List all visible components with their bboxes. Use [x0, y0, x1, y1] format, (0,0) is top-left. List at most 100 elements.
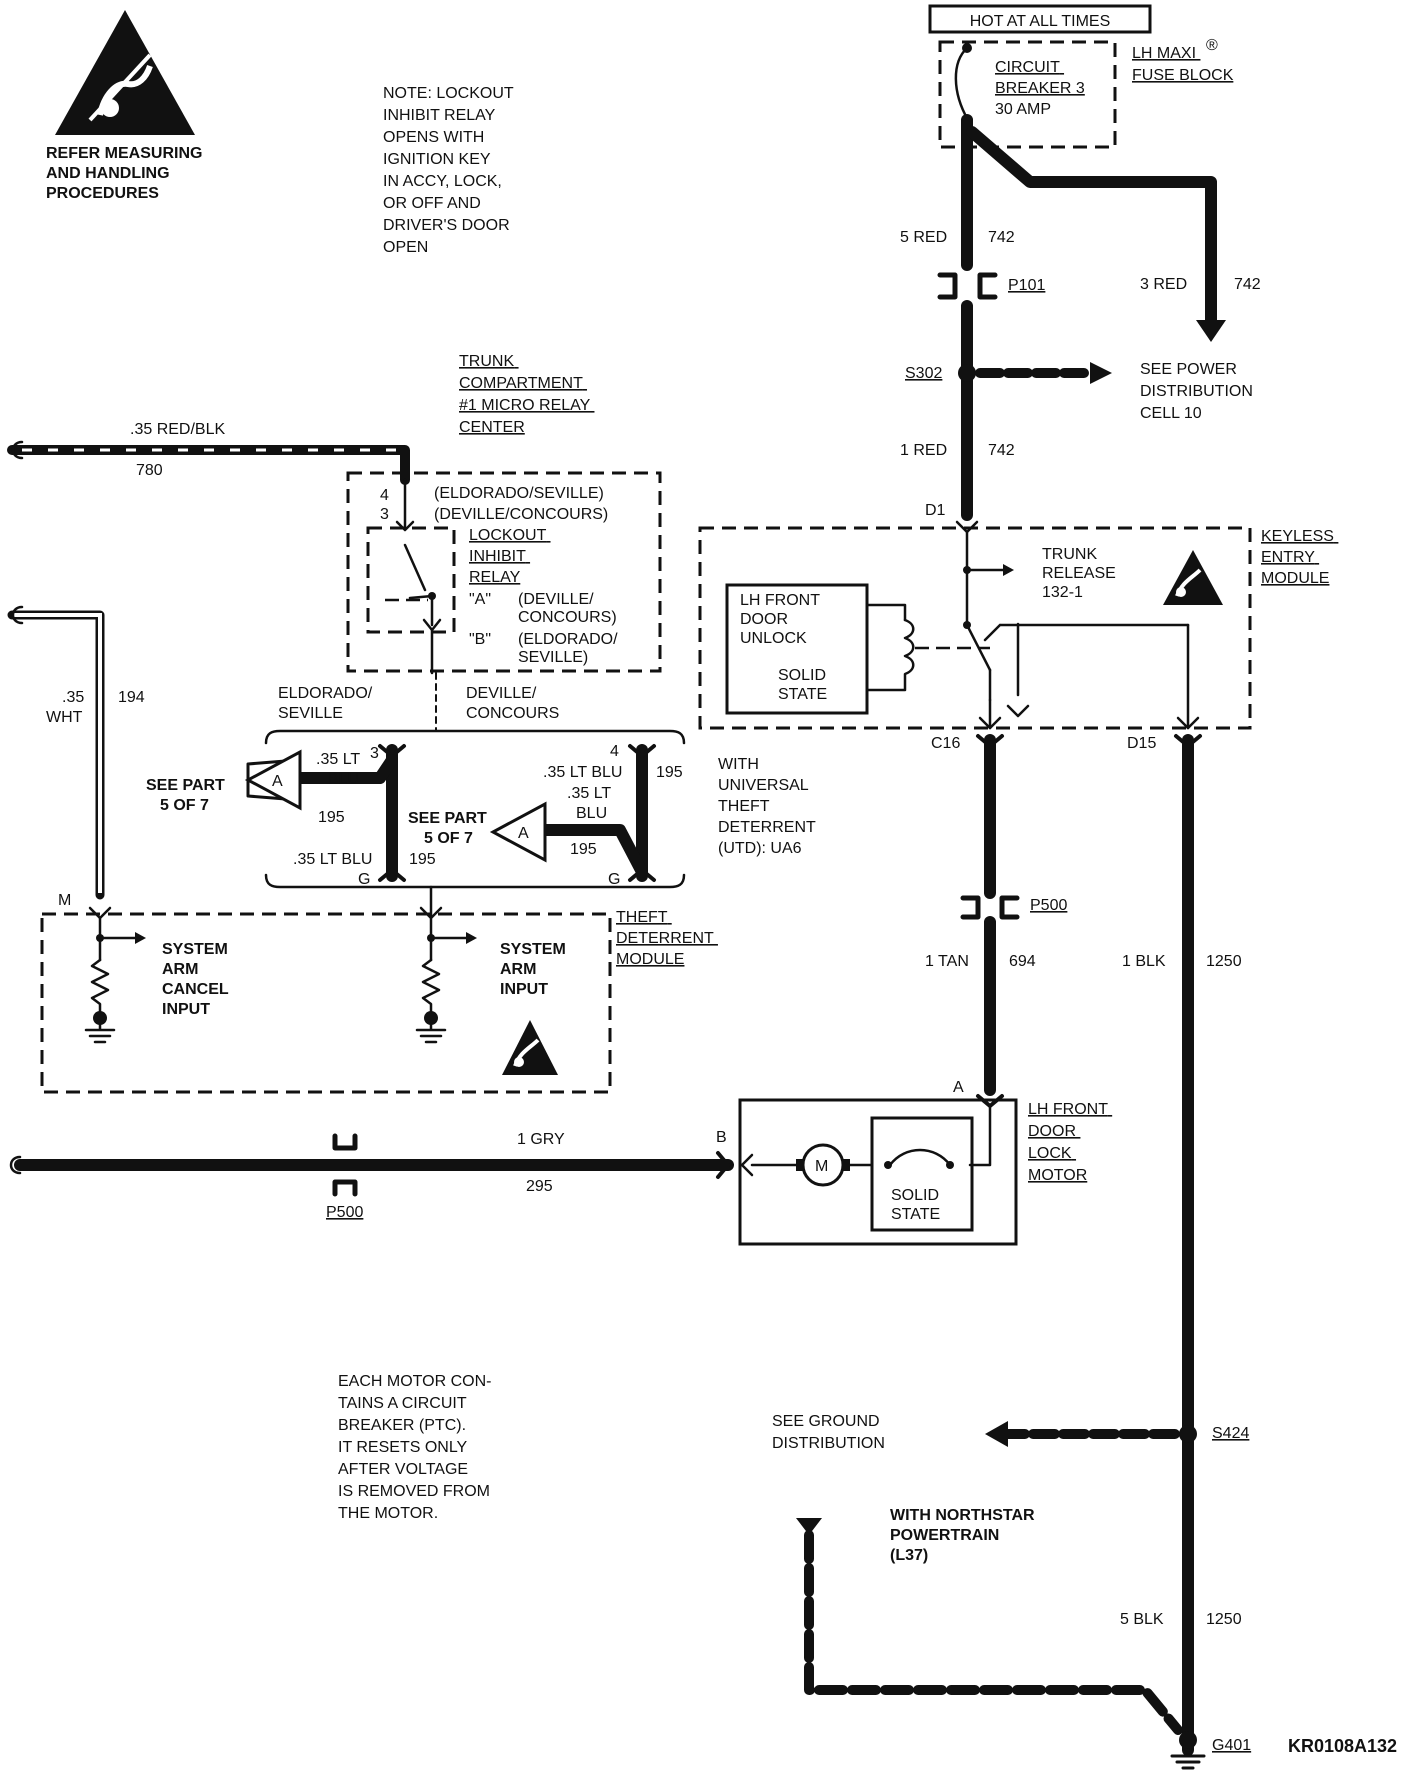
- wire-5blk-label: 5 BLK: [1120, 1611, 1164, 1628]
- motor-letter: M: [815, 1158, 828, 1175]
- splice-s302: [958, 364, 976, 382]
- relay-b-desc: (ELDORADO/ SEVILLE): [518, 631, 622, 666]
- hot-label-box: [928, 4, 1152, 34]
- circuit-breaker-symbol: [954, 46, 970, 122]
- unlock-box-text: LH FRONT DOOR UNLOCK: [740, 592, 824, 647]
- wire-194-num: 194: [118, 689, 145, 706]
- lock-motor-solid-state-box: [870, 1116, 974, 1232]
- branch-right-label: DEVILLE/ CONCOURS: [466, 685, 559, 722]
- pin-3-relay: 3: [380, 506, 389, 523]
- breaker-rating: 30 AMP: [995, 101, 1051, 118]
- arrow-ground-dist: [985, 1421, 1008, 1447]
- northstar-text: WITH NORTHSTAR POWERTRAIN (L37): [890, 1507, 1039, 1564]
- wire-3red-label: 3 RED: [1140, 276, 1187, 293]
- pin-g-right: G: [608, 871, 620, 888]
- fuse-block-box: [938, 40, 1117, 149]
- s424-label: S424: [1212, 1425, 1249, 1442]
- connector-p101: [937, 272, 998, 300]
- relay-inner-box: [366, 526, 456, 634]
- relay-center-box: [346, 471, 662, 673]
- see-power-text: SEE POWER DISTRIBUTION CELL 10: [1140, 361, 1257, 422]
- motor-note: EACH MOTOR CON- TAINS A CIRCUIT BREAKER …: [338, 1373, 496, 1522]
- s302-label: S302: [905, 365, 942, 382]
- see-ground-text: SEE GROUND DISTRIBUTION: [772, 1413, 885, 1452]
- hot-label: HOT AT ALL TIMES: [970, 13, 1111, 30]
- relay-name: LOCKOUT INHIBIT RELAY: [469, 527, 551, 586]
- wire-5red-num: 742: [988, 229, 1015, 246]
- fuse-block-name: LH MAXI FUSE BLOCK: [1132, 45, 1234, 84]
- lock-motor-name: LH FRONT DOOR LOCK MOTOR: [1028, 1101, 1112, 1184]
- keyless-module-box: [698, 526, 1252, 730]
- trunk-center-label: TRUNK COMPARTMENT #1 MICRO RELAY CENTER: [459, 353, 594, 436]
- arrow-a-right-letter: A: [518, 825, 529, 842]
- lock-motor-box: [738, 1098, 1018, 1246]
- branch-left-label: ELDORADO/ SEVILLE: [278, 685, 377, 722]
- wire-780-num: 780: [136, 462, 163, 479]
- resistor-arm-input: [421, 958, 441, 1014]
- wire-1250-num: 1250: [1206, 953, 1242, 970]
- option-bracket-bottom: [264, 873, 686, 889]
- pin-4-right: 4: [610, 743, 619, 760]
- wire-1red-label: 1 RED: [900, 442, 947, 459]
- wire-194: [7, 610, 105, 900]
- pin-3-left: 3: [370, 745, 379, 762]
- arm-cancel-text: SYSTEM ARM CANCEL INPUT: [162, 941, 233, 1018]
- esd-icon-keyless: [1163, 550, 1223, 605]
- arrow-a-right: [489, 801, 547, 863]
- pin-d1: D1: [925, 502, 946, 519]
- wire-ltblu-left-b: BLU: [328, 771, 359, 788]
- trunk-release-text: TRUNK RELEASE 132-1: [1042, 546, 1120, 601]
- pin-a-motor: A: [953, 1079, 964, 1096]
- arrow-a-left-letter: A: [272, 773, 283, 790]
- unlock-solid-state: SOLID STATE: [778, 667, 830, 703]
- wire-wht-a: .35: [62, 689, 84, 706]
- see-part-right: SEE PART 5 OF 7: [408, 810, 491, 847]
- wire-3red-num: 742: [1234, 276, 1261, 293]
- ground-arm-cancel: [84, 1023, 116, 1044]
- p500-bottom-label: P500: [326, 1204, 363, 1221]
- wire-tan-label: 1 TAN: [925, 953, 969, 970]
- wire-694-num: 694: [1009, 953, 1036, 970]
- p500-top-label: P500: [1030, 897, 1067, 914]
- theft-module-name: THEFT DETERRENT MODULE: [616, 909, 718, 968]
- wire-red-blk-label: .35 RED/BLK: [130, 421, 225, 438]
- relay-coil: [865, 618, 915, 692]
- arrow-power-dist: [1090, 362, 1112, 384]
- p101-label: P101: [1008, 277, 1045, 294]
- esd-warning-icon: [55, 10, 195, 135]
- relay-b-label: "B": [469, 631, 491, 648]
- wire-195-right1-num: 195: [656, 764, 683, 781]
- arm-input-text: SYSTEM ARM INPUT: [500, 941, 570, 998]
- wire-780: [7, 445, 410, 485]
- wire-ltblu-left2: .35 LT BLU: [293, 851, 372, 868]
- ground-g401-symbol: [1170, 1748, 1206, 1770]
- northstar-wire-end: [796, 1518, 822, 1535]
- resistor-arm-cancel: [90, 958, 110, 1014]
- wire-1red-num: 742: [988, 442, 1015, 459]
- wire-742-3red: [966, 126, 1217, 331]
- pin-4-relay: 4: [380, 487, 389, 504]
- note-lockout-text: NOTE: LOCKOUT INHIBIT RELAY OPENS WITH I…: [383, 85, 518, 256]
- wire-ltblu-right2-b: BLU: [576, 805, 607, 822]
- registered-mark: ®: [1206, 37, 1218, 54]
- esd-refer-text: REFER MEASURING AND HANDLING PROCEDURES: [46, 145, 207, 202]
- g401-label: G401: [1212, 1737, 1251, 1754]
- wire-195-left-num: 195: [318, 809, 345, 826]
- ground-arm-input: [415, 1023, 447, 1044]
- wire-5red-label: 5 RED: [900, 229, 947, 246]
- wire-ltblu-right1: .35 LT BLU: [543, 764, 622, 781]
- pin-c16: C16: [931, 735, 960, 752]
- breaker-name: CIRCUIT BREAKER 3: [995, 59, 1085, 97]
- relay-switch: [403, 543, 434, 627]
- wire-1250-lower-num: 1250: [1206, 1611, 1242, 1628]
- wire-gry-label: 1 GRY: [517, 1131, 565, 1148]
- see-part-left: SEE PART 5 OF 7: [146, 777, 229, 814]
- relay-a-desc: (DEVILLE/ CONCOURS): [518, 591, 617, 626]
- pin-b-motor: B: [716, 1129, 727, 1146]
- wire-295-num: 295: [526, 1178, 553, 1195]
- wire-195-left2-num: 195: [409, 851, 436, 868]
- pin-d15: D15: [1127, 735, 1156, 752]
- wire-195-right2-num: 195: [570, 841, 597, 858]
- utd-note: WITH UNIVERSAL THEFT DETERRENT (UTD): UA…: [718, 756, 820, 857]
- relay-variant-1: (ELDORADO/SEVILLE): [434, 485, 604, 502]
